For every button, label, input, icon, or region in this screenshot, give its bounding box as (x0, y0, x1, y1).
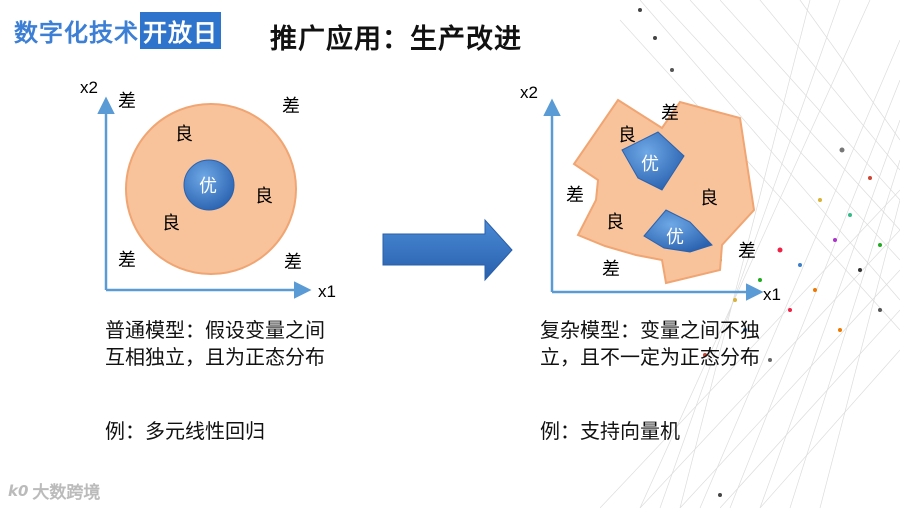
logo-text: 数字化技术 (14, 18, 139, 47)
label-poor: 差 (118, 250, 136, 271)
label-good: 良 (162, 213, 180, 234)
label-good: 良 (618, 125, 636, 146)
right-y-axis-label: x2 (520, 83, 538, 102)
left-y-axis-label: x2 (80, 78, 98, 97)
label-good: 良 (255, 186, 273, 207)
label-poor: 差 (602, 259, 620, 280)
label-excellent: 优 (199, 176, 217, 197)
left-x-axis-label: x1 (318, 282, 336, 301)
left-caption: 普通模型：假设变量之间互相独立，且为正态分布 (105, 318, 325, 369)
transition-arrow (382, 218, 513, 282)
label-excellent: 优 (666, 227, 684, 248)
label-poor: 差 (661, 103, 679, 124)
excellent-region-1 (621, 131, 685, 191)
watermark: k0 大数跨境 (8, 478, 101, 504)
label-good: 良 (606, 212, 624, 233)
label-poor: 差 (118, 91, 136, 112)
label-good: 良 (700, 188, 718, 209)
left-example: 例：多元线性回归 (105, 419, 265, 443)
label-good: 良 (175, 124, 193, 145)
label-poor: 差 (566, 185, 584, 206)
decorative-network-lines (599, 0, 900, 508)
excellent-region-circle (183, 159, 235, 211)
brand-logo: 数字化技术 开放日 (14, 11, 221, 49)
excellent-region-2 (643, 209, 713, 253)
label-excellent: 优 (641, 154, 659, 175)
right-diagram: x2 x1 差 差 差 差 良 良 良 优 优 (520, 83, 781, 304)
decorative-dots (638, 8, 882, 497)
logo-highlight: 开放日 (140, 11, 221, 49)
watermark-mark: k0 (8, 481, 29, 500)
good-region-irregular (572, 98, 756, 285)
left-diagram: x2 x1 差 差 差 差 良 良 良 优 (80, 78, 336, 301)
label-poor: 差 (284, 252, 302, 273)
label-poor: 差 (738, 241, 756, 262)
right-caption: 复杂模型：变量之间不独立，且不一定为正态分布 (540, 318, 760, 369)
page-title: 推广应用：生产改进 (270, 24, 522, 55)
watermark-text: 大数跨境 (32, 483, 101, 503)
label-poor: 差 (282, 96, 300, 117)
right-x-axis-label: x1 (763, 285, 781, 304)
right-example: 例：支持向量机 (540, 419, 680, 443)
